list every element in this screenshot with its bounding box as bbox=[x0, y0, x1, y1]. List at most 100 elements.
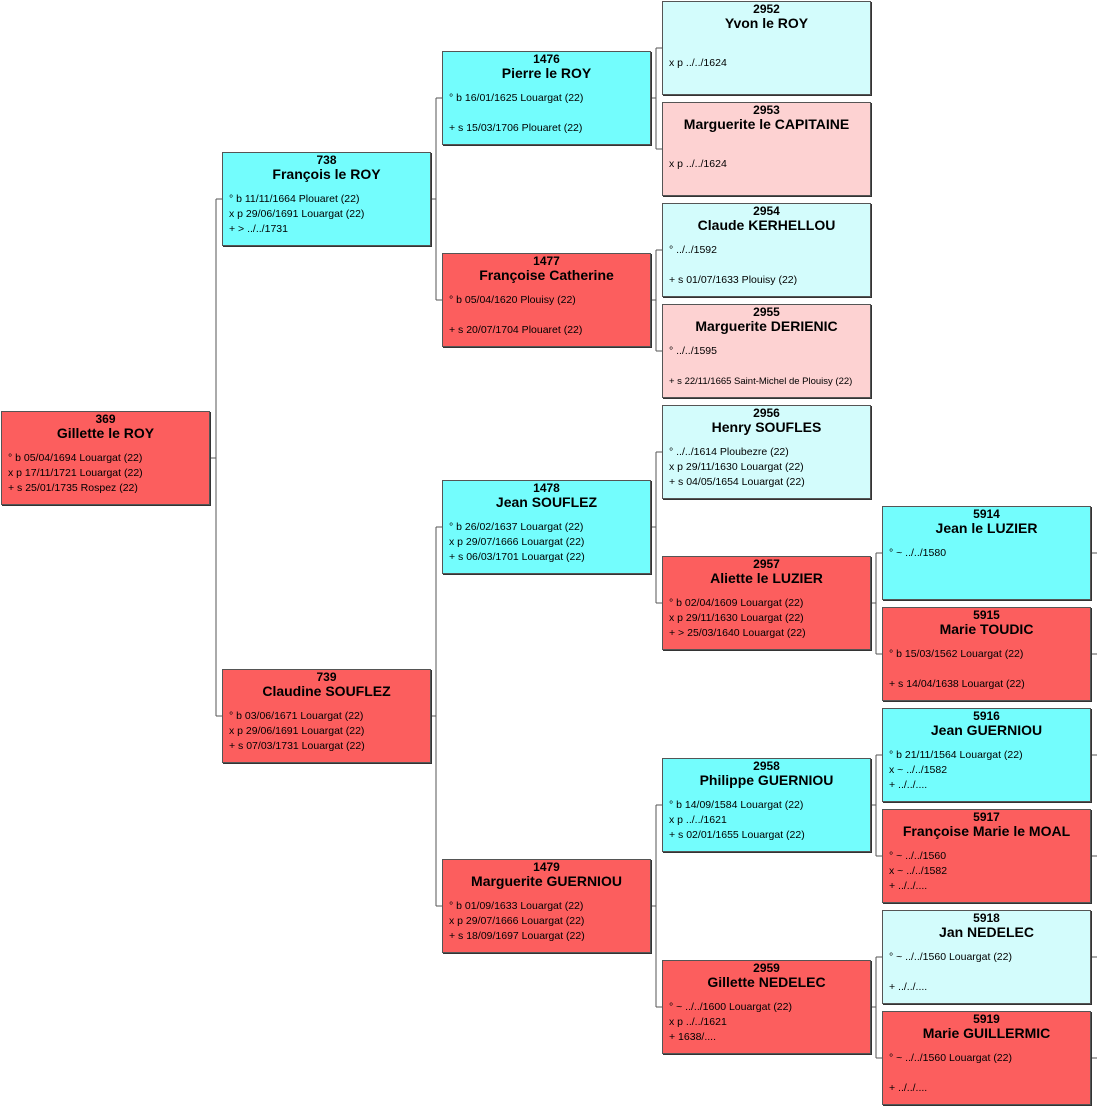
birth-event: ° ~ ../../1580 bbox=[889, 547, 947, 559]
sosa-number: 1478 bbox=[533, 481, 560, 495]
person-name: François le ROY bbox=[272, 166, 381, 182]
birth-event: ° ~ ../../1560 Louargat (22) bbox=[889, 951, 1012, 963]
death-event: + s 15/03/1706 Plouaret (22) bbox=[449, 122, 583, 134]
sosa-number: 1477 bbox=[533, 254, 560, 268]
person-name: Jean GUERNIOU bbox=[930, 722, 1043, 738]
marriage-event: x p 17/11/1721 Louargat (22) bbox=[8, 467, 143, 479]
person-name: Claudine SOUFLEZ bbox=[262, 683, 391, 699]
birth-event: ° b 21/11/1564 Louargat (22) bbox=[889, 749, 1023, 761]
sosa-number: 5918 bbox=[973, 911, 1000, 925]
person-box-5917[interactable]: 5917 Françoise Marie le MOAL ° ~ ../../1… bbox=[882, 809, 1091, 903]
person-name: Claude KERHELLOU bbox=[697, 217, 836, 233]
person-box-5916[interactable]: 5916 Jean GUERNIOU ° b 21/11/1564 Louarg… bbox=[882, 708, 1091, 802]
death-event: + s 20/07/1704 Plouaret (22) bbox=[449, 324, 583, 336]
sosa-number: 5919 bbox=[973, 1012, 1000, 1026]
person-name: Marie GUILLERMIC bbox=[922, 1025, 1051, 1041]
death-event: + s 04/05/1654 Louargat (22) bbox=[669, 476, 805, 488]
sosa-number: 2957 bbox=[753, 557, 780, 571]
sosa-number: 738 bbox=[316, 153, 337, 167]
marriage-event: x p 29/07/1666 Louargat (22) bbox=[449, 915, 585, 927]
birth-event: ° ../../1614 Ploubezre (22) bbox=[669, 446, 789, 458]
marriage-event: x p 29/06/1691 Louargat (22) bbox=[229, 208, 365, 220]
death-event: + ../../.... bbox=[889, 880, 928, 892]
birth-event: ° b 05/04/1694 Louargat (22) bbox=[8, 452, 143, 464]
death-event: + s 22/11/1665 Saint-Michel de Plouisy (… bbox=[669, 376, 853, 387]
person-box-2959[interactable]: 2959 Gillette NEDELEC ° ~ ../../1600 Lou… bbox=[662, 960, 871, 1054]
sosa-number: 2959 bbox=[753, 961, 780, 975]
person-box-1479[interactable]: 1479 Marguerite GUERNIOU ° b 01/09/1633 … bbox=[442, 859, 651, 953]
person-box-369[interactable]: 369 Gillette le ROY ° b 05/04/1694 Louar… bbox=[1, 411, 210, 505]
person-box-1477[interactable]: 1477 Françoise Catherine ° b 05/04/1620 … bbox=[442, 253, 651, 347]
person-box-1476[interactable]: 1476 Pierre le ROY ° b 16/01/1625 Louarg… bbox=[442, 51, 651, 145]
person-box-738[interactable]: 738 François le ROY ° b 11/11/1664 Ploua… bbox=[222, 152, 431, 246]
death-event: + ../../.... bbox=[889, 981, 928, 993]
birth-event: ° b 02/04/1609 Louargat (22) bbox=[669, 597, 804, 609]
sosa-number: 2958 bbox=[753, 759, 780, 773]
birth-event: ° ../../1595 bbox=[669, 345, 717, 357]
marriage-event: x p 29/07/1666 Louargat (22) bbox=[449, 536, 585, 548]
person-name: Jean le LUZIER bbox=[935, 520, 1038, 536]
person-box-2956[interactable]: 2956 Henry SOUFLES ° ../../1614 Ploubezr… bbox=[662, 405, 871, 499]
death-event: + s 02/01/1655 Louargat (22) bbox=[669, 829, 805, 841]
person-name: Pierre le ROY bbox=[501, 65, 592, 81]
sosa-number: 739 bbox=[316, 670, 337, 684]
marriage-event: x p ../../1624 bbox=[669, 57, 727, 69]
death-event: + ../../.... bbox=[889, 1082, 928, 1094]
person-box-2952[interactable]: 2952 Yvon le ROY x p ../../1624 bbox=[662, 1, 871, 95]
person-box-1478[interactable]: 1478 Jean SOUFLEZ ° b 26/02/1637 Louarga… bbox=[442, 480, 651, 574]
sosa-number: 2953 bbox=[753, 103, 780, 117]
marriage-event: x p ../../1621 bbox=[669, 1016, 727, 1028]
person-name: Marguerite GUERNIOU bbox=[471, 873, 622, 889]
person-name: Marie TOUDIC bbox=[939, 621, 1034, 637]
death-event: + s 01/07/1633 Plouisy (22) bbox=[669, 274, 798, 286]
marriage-event: x p 29/11/1630 Louargat (22) bbox=[669, 612, 804, 624]
death-event: + > ../../1731 bbox=[229, 223, 288, 235]
marriage-event: x p 29/11/1630 Louargat (22) bbox=[669, 461, 804, 473]
death-event: + s 06/03/1701 Louargat (22) bbox=[449, 551, 585, 563]
person-name: Gillette le ROY bbox=[56, 425, 155, 441]
birth-event: ° b 16/01/1625 Louargat (22) bbox=[449, 92, 584, 104]
person-box-2958[interactable]: 2958 Philippe GUERNIOU ° b 14/09/1584 Lo… bbox=[662, 758, 871, 852]
person-box-5918[interactable]: 5918 Jan NEDELEC ° ~ ../../1560 Louargat… bbox=[882, 910, 1091, 1004]
sosa-number: 1476 bbox=[533, 52, 560, 66]
person-name: Jan NEDELEC bbox=[939, 924, 1034, 940]
birth-event: ° b 05/04/1620 Plouisy (22) bbox=[449, 294, 576, 306]
death-event: + s 14/04/1638 Louargat (22) bbox=[889, 678, 1025, 690]
person-box-739[interactable]: 739 Claudine SOUFLEZ ° b 03/06/1671 Loua… bbox=[222, 669, 431, 763]
birth-event: ° ~ ../../1600 Louargat (22) bbox=[669, 1001, 792, 1013]
person-name: Françoise Catherine bbox=[479, 267, 614, 283]
person-box-5919[interactable]: 5919 Marie GUILLERMIC ° ~ ../../1560 Lou… bbox=[882, 1011, 1091, 1105]
person-name: Françoise Marie le MOAL bbox=[902, 823, 1071, 839]
birth-event: ° b 03/06/1671 Louargat (22) bbox=[229, 710, 364, 722]
sosa-number: 2956 bbox=[753, 406, 780, 420]
sosa-number: 5914 bbox=[973, 507, 1000, 521]
person-name: Jean SOUFLEZ bbox=[495, 494, 598, 510]
birth-event: ° ~ ../../1560 bbox=[889, 850, 947, 862]
death-event: + s 07/03/1731 Louargat (22) bbox=[229, 740, 365, 752]
marriage-event: x p ../../1621 bbox=[669, 814, 727, 826]
person-box-5915[interactable]: 5915 Marie TOUDIC ° b 15/03/1562 Louarga… bbox=[882, 607, 1091, 701]
sosa-number: 5916 bbox=[973, 709, 1000, 723]
sosa-number: 5917 bbox=[973, 810, 1000, 824]
sosa-number: 369 bbox=[95, 412, 116, 426]
birth-event: ° b 01/09/1633 Louargat (22) bbox=[449, 900, 584, 912]
person-box-2955[interactable]: 2955 Marguerite DERIENIC ° ../../1595 + … bbox=[662, 304, 871, 398]
person-box-2957[interactable]: 2957 Aliette le LUZIER ° b 02/04/1609 Lo… bbox=[662, 556, 871, 650]
sosa-number: 5915 bbox=[973, 608, 1000, 622]
marriage-event: x ~ ../../1582 bbox=[889, 865, 948, 877]
person-name: Henry SOUFLES bbox=[711, 419, 822, 435]
person-box-2953[interactable]: 2953 Marguerite le CAPITAINE x p ../../1… bbox=[662, 102, 871, 196]
person-name: Yvon le ROY bbox=[724, 15, 809, 31]
birth-event: ° b 26/02/1637 Louargat (22) bbox=[449, 521, 584, 533]
death-event: + > 25/03/1640 Louargat (22) bbox=[669, 627, 806, 639]
person-name: Philippe GUERNIOU bbox=[699, 772, 834, 788]
death-event: + s 25/01/1735 Rospez (22) bbox=[8, 482, 138, 494]
person-box-5914[interactable]: 5914 Jean le LUZIER ° ~ ../../1580 bbox=[882, 506, 1091, 600]
death-event: + ../../.... bbox=[889, 779, 928, 791]
sosa-number: 2955 bbox=[753, 305, 780, 319]
person-box-2954[interactable]: 2954 Claude KERHELLOU ° ../../1592 + s 0… bbox=[662, 203, 871, 297]
person-name: Gillette NEDELEC bbox=[707, 974, 826, 990]
person-name: Marguerite le CAPITAINE bbox=[683, 116, 850, 132]
birth-event: ° b 15/03/1562 Louargat (22) bbox=[889, 648, 1024, 660]
